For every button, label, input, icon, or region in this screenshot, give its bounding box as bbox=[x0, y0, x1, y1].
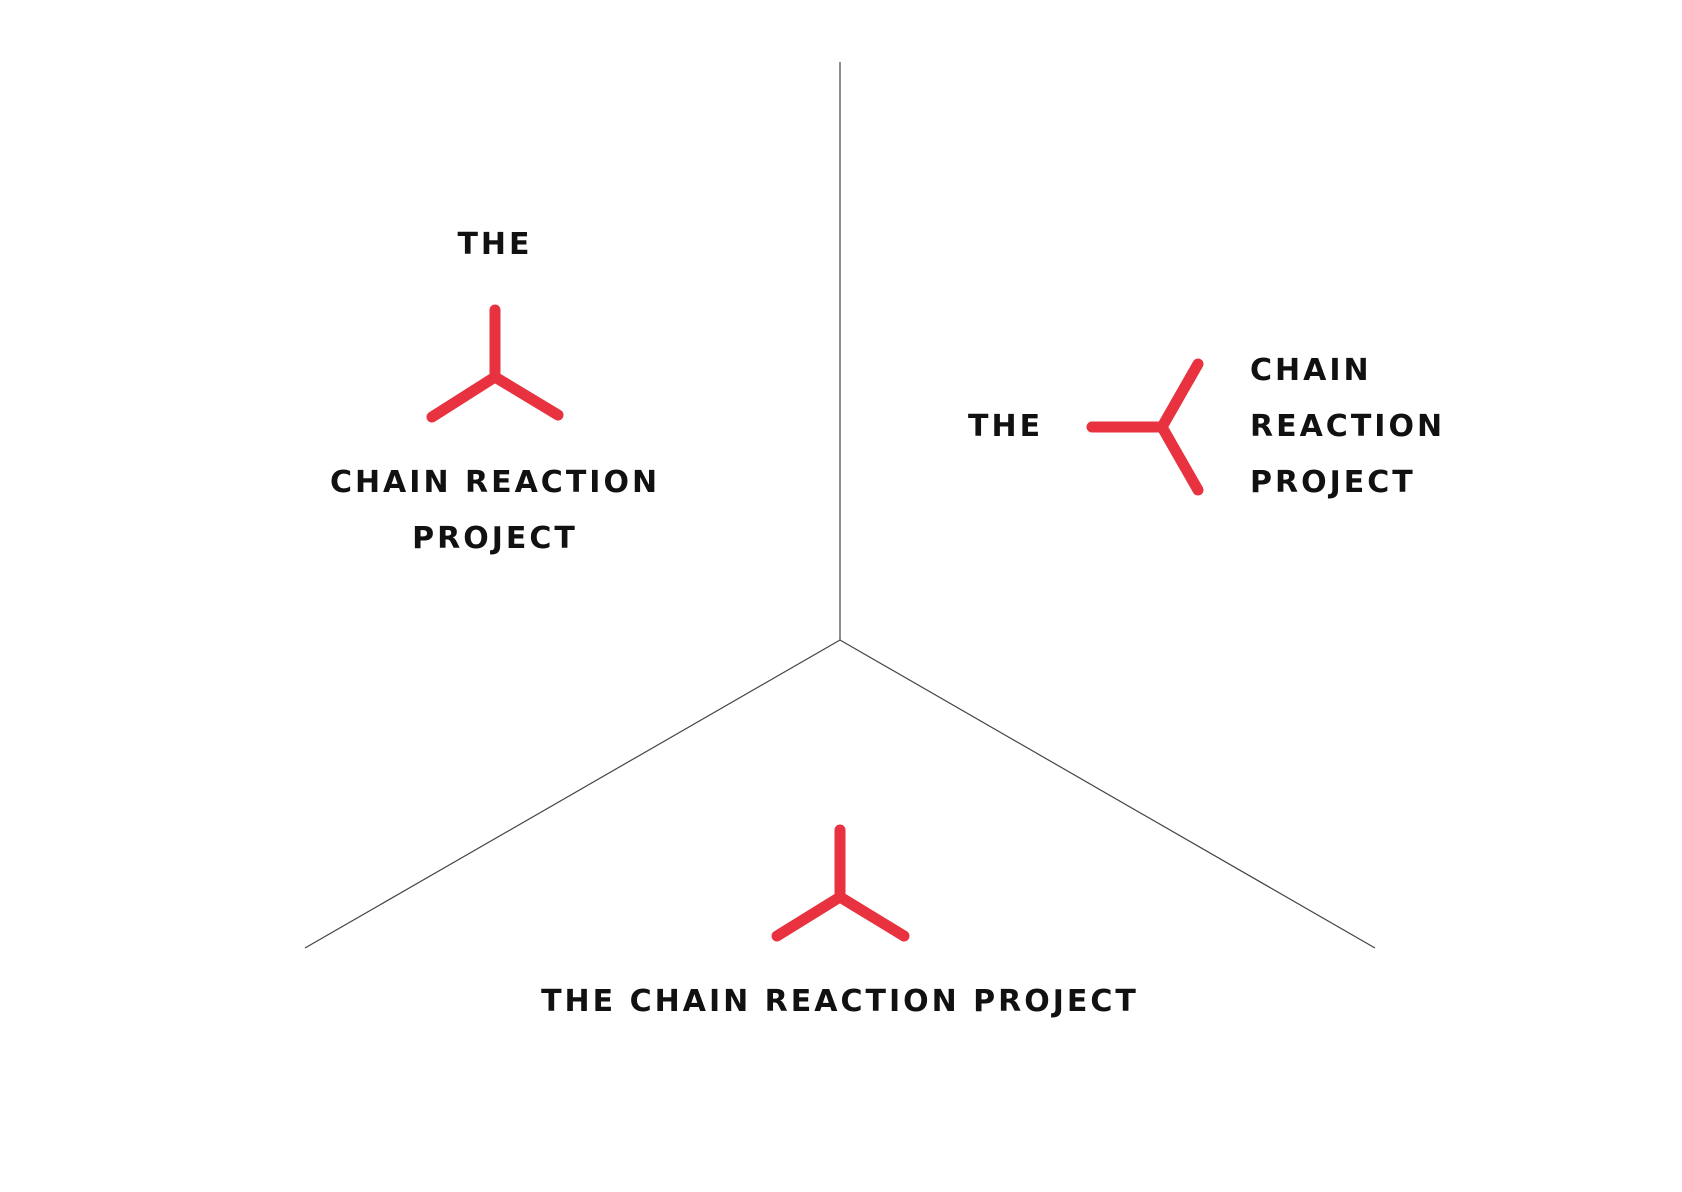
vertical-logo-line2: PROJECT bbox=[412, 521, 578, 556]
horizontal-logo-the: THE bbox=[968, 409, 1044, 444]
vertical-logo-the: THE bbox=[457, 227, 533, 262]
tri-branch-icon bbox=[426, 304, 564, 423]
horizontal-logo-line3: PROJECT bbox=[1250, 465, 1416, 500]
inline-logo-text: THE CHAIN REACTION PROJECT bbox=[541, 984, 1139, 1019]
tri-branch-icon bbox=[1086, 358, 1204, 496]
vertical-logo-line1: CHAIN REACTION bbox=[329, 465, 661, 500]
panel-dividers bbox=[304, 62, 1376, 949]
tri-branch-icon bbox=[771, 824, 910, 942]
horizontal-logo-line1: CHAIN bbox=[1250, 353, 1372, 388]
horizontal-logo-line2: REACTION bbox=[1250, 409, 1446, 444]
divider-left-diagonal bbox=[304, 639, 841, 949]
divider-right-diagonal bbox=[839, 639, 1376, 949]
